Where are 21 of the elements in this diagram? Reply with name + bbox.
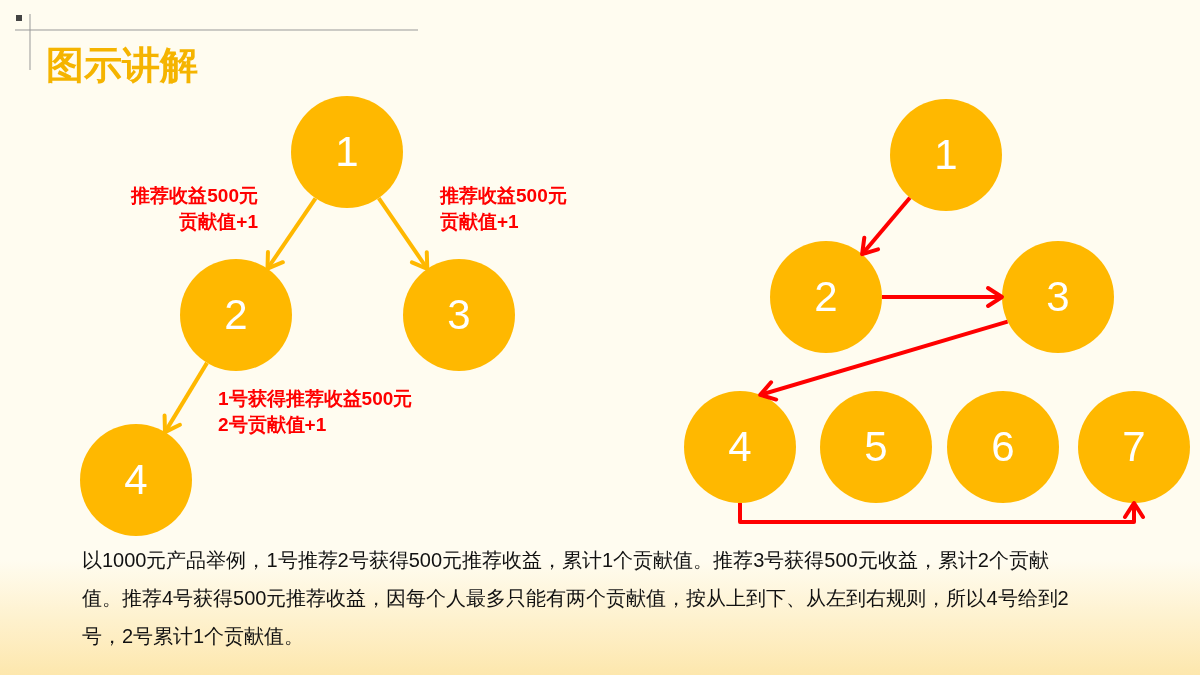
node-number: 3 [1045, 273, 1071, 321]
node-number: 1 [933, 131, 959, 179]
arrow [882, 286, 1004, 308]
node-number: 3 [446, 291, 472, 339]
node-number: 2 [223, 291, 249, 339]
node-number: 6 [990, 423, 1016, 471]
arrow [738, 501, 1145, 524]
arrow [265, 197, 318, 271]
arrow [758, 319, 1009, 402]
node-number: 4 [123, 456, 149, 504]
node-number: 5 [863, 423, 889, 471]
node-number: 1 [334, 128, 360, 176]
description-text: 以1000元产品举例，1号推荐2号获得500元推荐收益，累计1个贡献值。推荐3号获得500元收益，累计2个贡献值。推荐4号获得500元推荐收益，因每个人最多只能有两个贡献值，按从上到下、从左到右规则，所以4号给到2号，2号累计1个贡献值。 [82, 548, 1070, 649]
title: 图示讲解 [46, 43, 198, 88]
arrow [377, 197, 430, 271]
node-number: 7 [1121, 423, 1147, 471]
arrow [162, 361, 209, 435]
edge-label: 1号获得推荐收益500元2号贡献值+1 [218, 386, 413, 438]
node-number: 2 [813, 273, 839, 321]
node-number: 4 [727, 423, 753, 471]
arrow [860, 196, 912, 257]
